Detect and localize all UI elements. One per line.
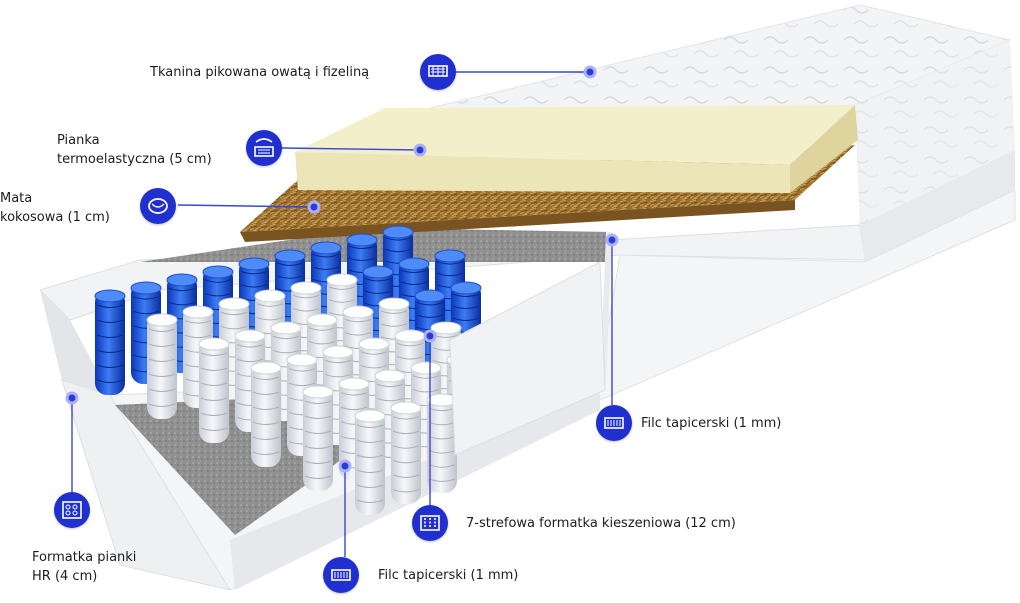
thermo-foam-side [790,105,858,193]
spring-blue [94,289,126,395]
callout-dot-foam [413,143,427,157]
quilted-cover-side-quilt [855,40,1015,230]
spring-white [302,385,334,491]
label-pocket-springs: 7-strefowa formatka kieszeniowa (12 cm) [466,514,736,533]
hr-foam-frame-mid-panel [449,261,606,456]
spring-white [390,401,422,504]
callout-dot-springs [423,329,437,343]
label-felt-bottom-text: Filc tapicerski (1 mm) [378,568,519,583]
hr-foam-frame-right [860,150,1015,265]
label-quilted-fabric: Tkanina pikowana owatą i fizeliną [150,63,369,82]
felt-icon [596,405,632,441]
coconut-mat-edge [240,200,795,242]
thermo-foam-front [295,152,790,193]
spring-white [354,409,386,515]
hr-foam-frame-left-inner [40,290,110,395]
label-felt-right-text: Filc tapicerski (1 mm) [641,416,782,431]
callout-dot-coconut [307,200,321,214]
label-pocket-springs-text: 7-strefowa formatka kieszeniowa (12 cm) [466,516,736,531]
callout-dot-quilted [583,65,597,79]
callout-dot-hr [65,391,79,405]
coconut-mat-icon [140,188,176,224]
hr-foam-icon [54,492,90,528]
callout-dot-felt-bottom [338,459,352,473]
label-thermoelastic-foam: Pianka termoelastyczna (5 cm) [57,131,212,169]
label-felt-right: Filc tapicerski (1 mm) [641,414,781,433]
callout-line-foam [281,147,421,151]
label-coconut-line1: Mata [0,191,33,206]
thermo-foam-top [295,105,855,165]
quilted-fabric-icon [420,54,456,90]
spring-white [198,337,230,443]
label-coconut-line2: kokosowa (1 cm) [0,210,110,225]
spring-white [146,313,178,419]
thermoelastic-foam-icon [246,130,282,166]
spring-white [426,393,458,493]
label-felt-bottom: Filc tapicerski (1 mm) [378,566,518,585]
label-hr-line2: HR (4 cm) [32,569,98,584]
callout-dot-felt-right [605,233,619,247]
label-foam-line2: termoelastyczna (5 cm) [57,152,212,167]
label-quilted-fabric-text: Tkanina pikowana owatą i fizeliną [150,65,370,80]
callout-line-coconut [177,204,315,208]
label-coconut-mat: Mata kokosowa (1 cm) [0,189,110,227]
spring-white [250,361,282,467]
pocket-springs-icon [412,505,448,541]
label-hr-foam: Formatka pianki HR (4 cm) [32,548,136,586]
label-foam-line1: Pianka [57,133,100,148]
label-hr-line1: Formatka pianki [32,550,137,565]
felt-icon [323,557,359,593]
